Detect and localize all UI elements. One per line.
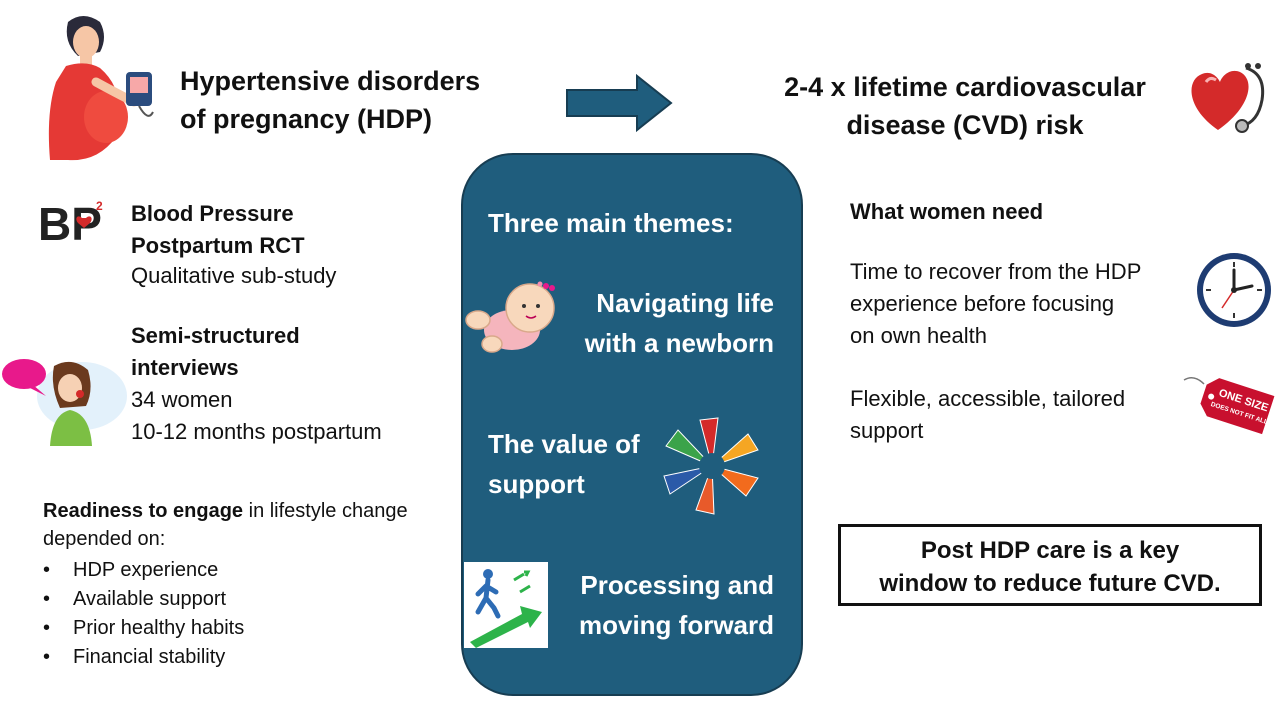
readiness-rest: in lifestyle change depended on: xyxy=(43,500,408,550)
list-item: HDP experience xyxy=(43,556,244,585)
hdp-title: Hypertensive disorders of pregnancy (HDP… xyxy=(180,62,540,138)
theme-1-line-1: Navigating life xyxy=(596,288,774,318)
conclusion-line-2: window to reduce future CVD. xyxy=(879,570,1221,597)
hdp-title-line-1: Hypertensive disorders xyxy=(180,66,481,96)
need-1-line-1: Time to recover from the HDP xyxy=(850,259,1142,284)
cvd-title-line-1: 2-4 x lifetime cardiovascular xyxy=(784,72,1146,102)
need-flexible-support: Flexible, accessible, tailored support xyxy=(850,383,1190,447)
cvd-risk-title: 2-4 x lifetime cardiovascular disease (C… xyxy=(750,68,1180,144)
list-item: Available support xyxy=(43,585,244,614)
pregnant-woman-bp-icon xyxy=(48,16,154,161)
readiness-text: Readiness to engage in lifestyle change … xyxy=(43,497,443,553)
right-arrow-icon xyxy=(566,73,673,133)
theme-2-line-1: The value of xyxy=(488,429,640,459)
theme-navigating-life: Navigating life with a newborn xyxy=(585,283,774,363)
interviews-heading-line-1: Semi-structured xyxy=(131,323,300,348)
interviews-heading-line-2: interviews xyxy=(131,355,239,380)
list-item: Prior healthy habits xyxy=(43,614,244,643)
interviews-heading: Semi-structured interviews xyxy=(131,320,391,384)
tag-icon: ONE SIZE DOES NOT FIT ALL xyxy=(1183,377,1275,435)
interviews-timing: 10-12 months postpartum xyxy=(131,419,382,444)
theme-value-of-support: The value of support xyxy=(488,424,640,504)
conclusion-line-1: Post HDP care is a key xyxy=(920,537,1180,564)
study-heading: Blood Pressure Postpartum RCT xyxy=(131,198,305,262)
cvd-title-line-2: disease (CVD) risk xyxy=(846,110,1084,140)
hands-circle-icon xyxy=(663,417,759,515)
theme-processing-moving-forward: Processing and moving forward xyxy=(579,565,774,645)
heart-stethoscope-icon xyxy=(1191,63,1265,133)
themes-panel xyxy=(461,153,803,696)
themes-title: Three main themes: xyxy=(488,208,734,238)
need-2-line-1: Flexible, accessible, tailored xyxy=(850,386,1126,411)
bp2-logo-text: BP xyxy=(38,198,102,250)
theme-3-line-2: moving forward xyxy=(578,610,774,640)
bp2-logo: BP 2 xyxy=(38,198,103,250)
stairs-climb-icon xyxy=(464,562,548,648)
clock-icon xyxy=(1197,253,1271,327)
interviews-count: 34 women xyxy=(131,387,233,412)
study-heading-line-2: Postpartum RCT xyxy=(131,233,305,258)
need-2-line-2: support xyxy=(850,418,924,443)
hdp-title-line-2: of pregnancy (HDP) xyxy=(180,104,433,134)
theme-3-line-1: Processing and xyxy=(580,570,774,600)
woman-speaking-icon xyxy=(2,359,127,446)
theme-1-line-2: with a newborn xyxy=(584,328,774,358)
interviews-details: 34 women 10-12 months postpartum xyxy=(131,384,382,448)
need-time-to-recover: Time to recover from the HDP experience … xyxy=(850,256,1190,352)
list-item: Financial stability xyxy=(43,643,244,672)
need-1-line-3: on own health xyxy=(850,323,987,348)
theme-2-line-2: support xyxy=(488,469,585,499)
needs-heading: What women need xyxy=(850,199,1044,224)
need-1-line-2: experience before focusing xyxy=(850,291,1115,316)
study-subheading: Qualitative sub-study xyxy=(131,263,337,288)
readiness-bold: Readiness to engage xyxy=(43,500,244,522)
study-heading-line-1: Blood Pressure xyxy=(131,201,294,226)
bp2-logo-superscript: 2 xyxy=(96,199,103,213)
readiness-factors-list: HDP experience Available support Prior h… xyxy=(43,556,244,672)
baby-icon xyxy=(465,281,555,353)
conclusion-box: Post HDP care is a key window to reduce … xyxy=(838,524,1262,606)
